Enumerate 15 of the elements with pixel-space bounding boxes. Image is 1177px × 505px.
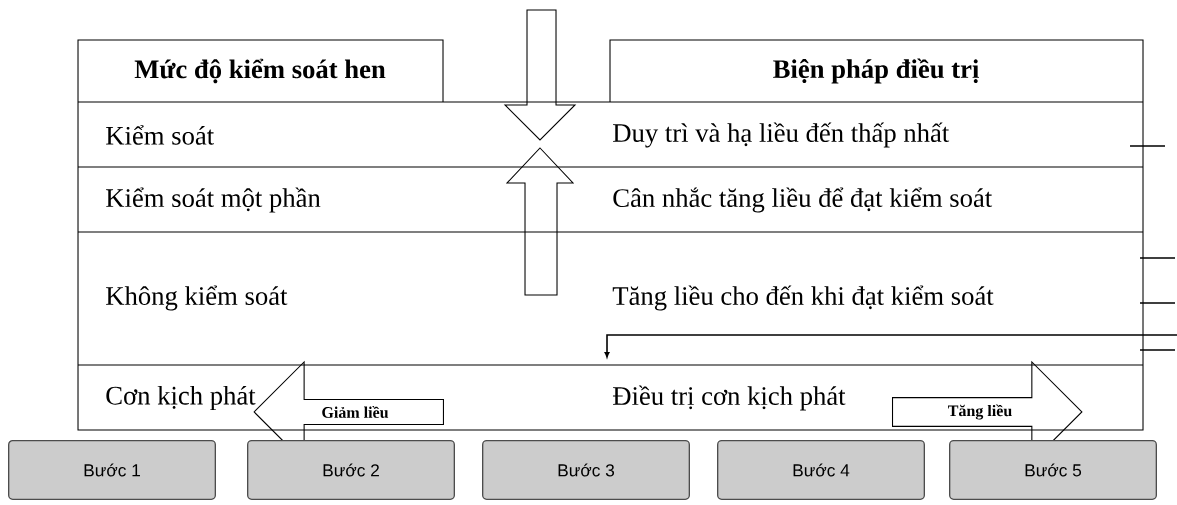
table-text: Cơn kịch phát [106, 385, 256, 411]
step-button: Bước 3 [482, 440, 690, 500]
table-text: Không kiểm soát [106, 285, 288, 311]
step-button: Bước 1 [8, 440, 216, 500]
table-text: Tăng liều cho đến khi đạt kiểm soát [612, 285, 994, 311]
step-button: Bước 2 [247, 440, 455, 500]
step-button: Bước 4 [717, 440, 925, 500]
table-text: Cân nhắc tăng liều để đạt kiểm soát [613, 187, 993, 213]
table-text: Kiểm soát một phần [106, 187, 321, 213]
column-header: Biện pháp điều trị [773, 58, 979, 84]
column-header: Mức độ kiểm soát hen [134, 58, 386, 84]
table-text: Kiểm soát [106, 125, 214, 145]
step-button: Bước 5 [949, 440, 1157, 500]
table-text: Duy trì và hạ liều đến thấp nhất [613, 122, 950, 148]
table-text: Điều trị cơn kịch phát [612, 385, 846, 411]
